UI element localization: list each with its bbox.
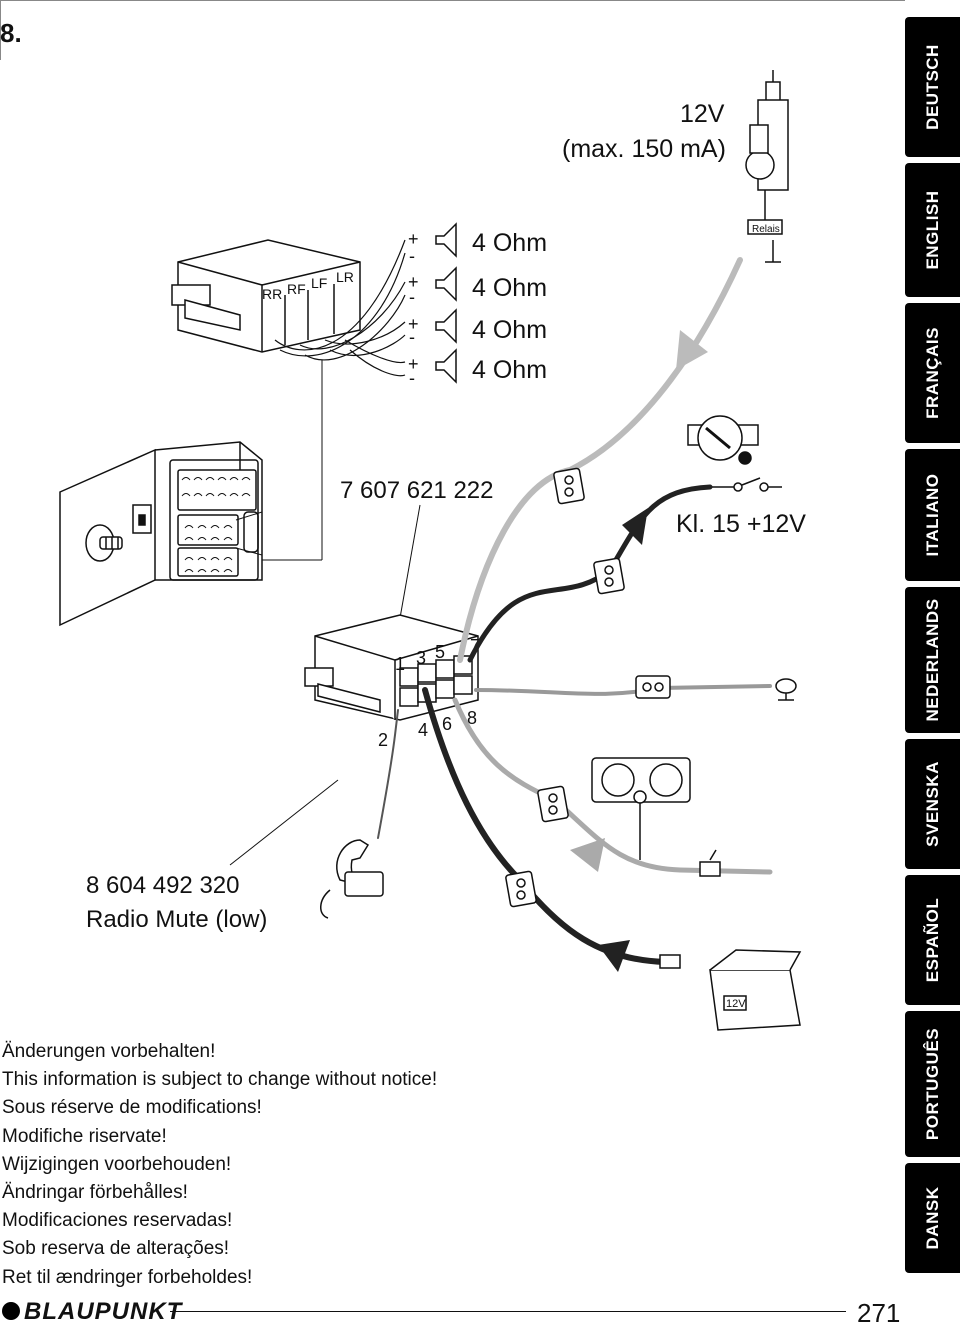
svg-text:2: 2 xyxy=(378,730,388,750)
adapter-part-number: 7 607 621 222 xyxy=(340,477,493,504)
tab-nederlands[interactable]: NEDERLANDS xyxy=(905,587,960,733)
mute-label: Radio Mute (low) xyxy=(86,906,267,933)
top-rule xyxy=(0,0,905,1)
svg-text:4 Ohm: 4 Ohm xyxy=(472,274,547,302)
page-number: 271 xyxy=(857,1298,901,1328)
instrument-cluster xyxy=(591,757,691,860)
tab-svenska[interactable]: SVENSKA xyxy=(905,739,960,869)
ohm-labels: 4 Ohm 4 Ohm 4 Ohm 4 Ohm xyxy=(472,229,547,384)
svg-text:6: 6 xyxy=(442,714,452,734)
svg-text:-: - xyxy=(409,327,415,347)
svg-text:4 Ohm: 4 Ohm xyxy=(472,229,547,257)
notice-line: Modifiche riservate! xyxy=(2,1125,167,1147)
svg-text:3: 3 xyxy=(416,648,426,668)
tab-portugues[interactable]: PORTUGUÊS xyxy=(905,1011,960,1157)
section-number: 8. xyxy=(0,18,22,48)
battery xyxy=(659,949,802,1031)
ignition-switch xyxy=(687,415,782,492)
svg-text:RR: RR xyxy=(262,286,282,302)
svg-text:4 Ohm: 4 Ohm xyxy=(472,316,547,344)
mute-part-number: 8 604 492 320 xyxy=(86,872,239,899)
notice-line: Ret til ændringer forbeholdes! xyxy=(2,1266,253,1288)
speaker-terminals: + - + - + - + - xyxy=(408,229,419,388)
tab-espanol[interactable]: ESPAÑOL xyxy=(905,875,960,1005)
adapter-module xyxy=(304,614,479,721)
wiring-diagram: RR RF LF LR + - + - + - + - 4 Ohm 4 Ohm … xyxy=(59,70,806,1031)
svg-text:-: - xyxy=(409,246,415,266)
change-notice-block: Änderungen vorbehalten! This information… xyxy=(2,1038,437,1292)
svg-text:-: - xyxy=(409,287,415,307)
left-rule xyxy=(0,0,1,60)
notice-line: Änderungen vorbehalten! xyxy=(2,1041,216,1062)
speaker-icons xyxy=(435,222,457,384)
cable-arrows xyxy=(570,330,708,972)
notice-line: Ändringar förbehålles! xyxy=(2,1182,188,1204)
speaker-wires xyxy=(274,239,406,377)
svg-text:+: + xyxy=(408,229,419,249)
footer-rule xyxy=(170,1311,846,1312)
svg-text:LF: LF xyxy=(311,275,327,291)
battery-label: 12V xyxy=(726,998,746,1010)
tab-italiano[interactable]: ITALIANO xyxy=(905,449,960,581)
svg-text:-: - xyxy=(409,368,415,388)
speaker-connector xyxy=(171,239,361,353)
notice-line: Wijzigingen voorbehouden! xyxy=(2,1153,232,1175)
tab-francais[interactable]: FRANÇAIS xyxy=(905,303,960,443)
svg-text:LR: LR xyxy=(336,269,354,285)
svg-text:1: 1 xyxy=(395,654,405,674)
power-max-label: (max. 150 mA) xyxy=(562,135,726,163)
tab-english[interactable]: ENGLISH xyxy=(905,163,960,297)
speaker-codes: RR RF LF LR xyxy=(262,269,354,302)
iso-pins xyxy=(181,477,251,573)
svg-text:4 Ohm: 4 Ohm xyxy=(472,356,547,384)
telephone xyxy=(320,839,384,919)
notice-line: Modificaciones reservadas! xyxy=(2,1210,233,1232)
svg-text:+: + xyxy=(408,314,419,334)
tab-dansk[interactable]: DANSK xyxy=(905,1163,960,1273)
svg-text:8: 8 xyxy=(467,708,477,728)
power-12v-label: 12V xyxy=(680,100,725,128)
brand-logo: BLAUPUNKT xyxy=(2,1298,182,1326)
tab-deutsch[interactable]: DEUTSCH xyxy=(905,17,960,157)
inline-connectors xyxy=(505,467,671,908)
notice-line: This information is subject to change wi… xyxy=(2,1069,438,1091)
radio-knob xyxy=(85,524,123,562)
dash-switch xyxy=(699,849,721,877)
svg-text:4: 4 xyxy=(418,720,428,740)
power-antenna xyxy=(745,70,789,263)
notice-line: Sob reserva de alterações! xyxy=(2,1238,230,1260)
brand-dot-icon xyxy=(2,1301,20,1320)
ground-lug xyxy=(775,678,797,701)
notice-line: Sous réserve de modifications! xyxy=(2,1097,262,1119)
svg-text:5: 5 xyxy=(435,642,445,662)
kl15-label: Kl. 15 +12V xyxy=(676,510,806,538)
relais-label: Relais xyxy=(752,224,780,235)
svg-text:+: + xyxy=(408,272,419,292)
svg-text:+: + xyxy=(408,354,419,374)
svg-text:RF: RF xyxy=(287,281,306,297)
